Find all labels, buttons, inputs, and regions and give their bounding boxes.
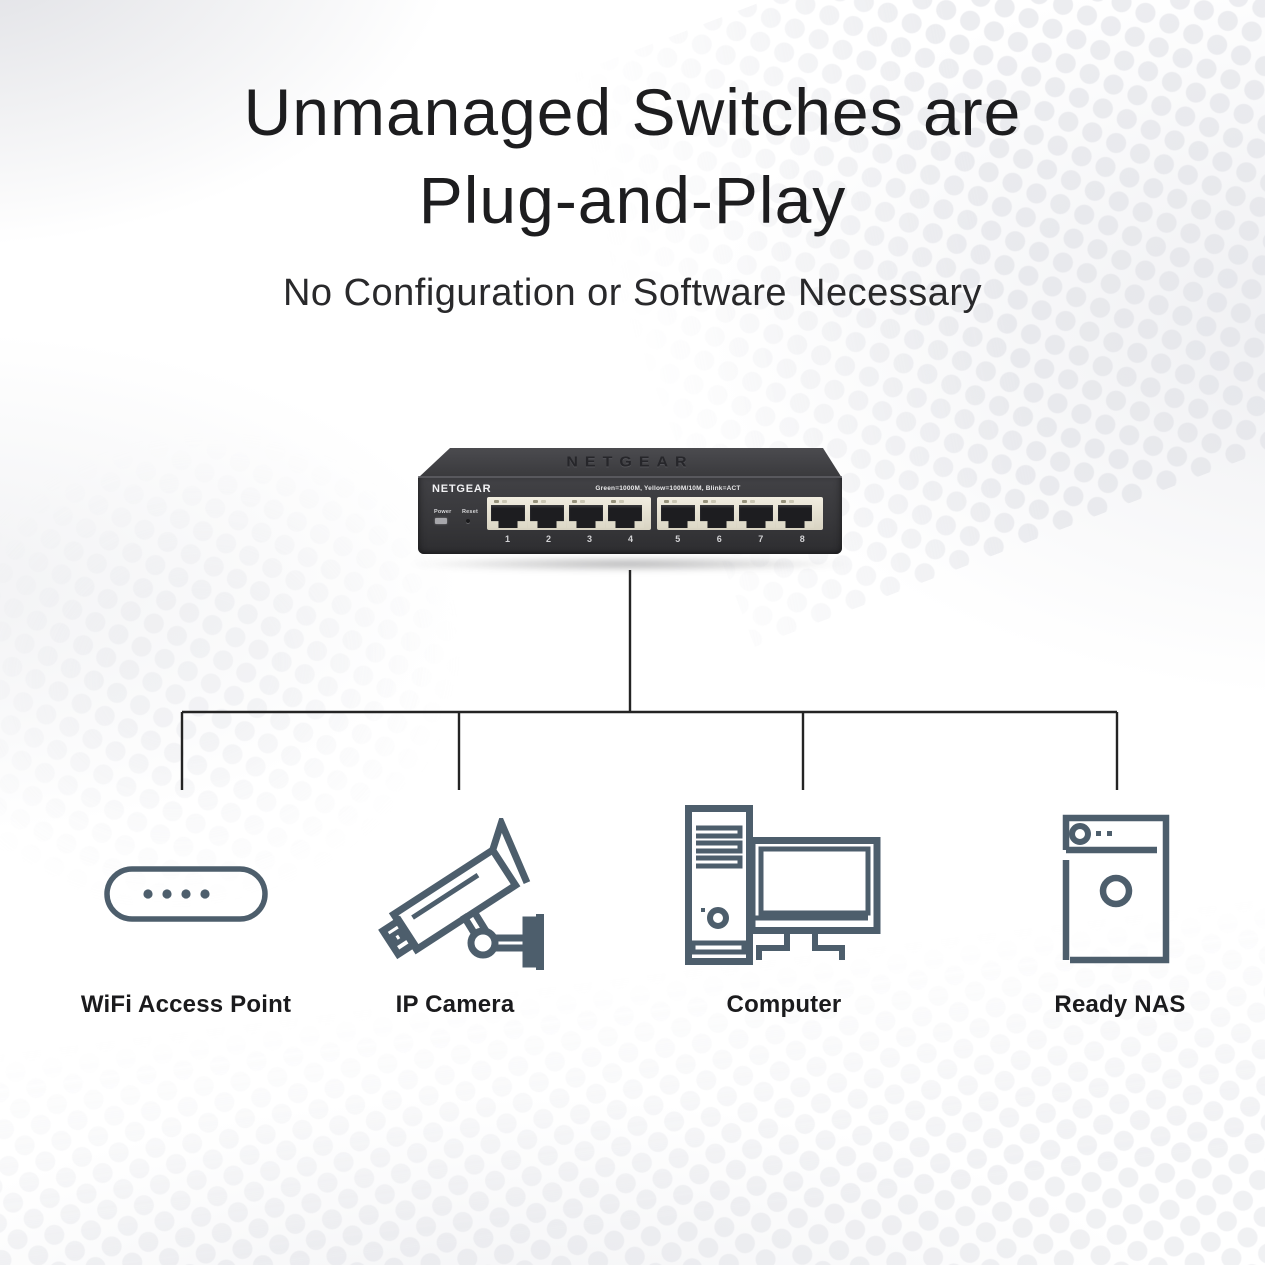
port-numbers-1-4: 1 2 3 4 bbox=[487, 534, 651, 544]
rj45-jack bbox=[569, 505, 603, 528]
port-numbers-5-8: 5 6 7 8 bbox=[657, 534, 823, 544]
ready-nas-icon bbox=[1058, 810, 1176, 970]
power-label: Power bbox=[434, 509, 452, 515]
rj45-jack bbox=[778, 505, 812, 528]
port-number: 5 bbox=[675, 534, 681, 544]
port-group-2 bbox=[657, 497, 823, 530]
page-subtitle: No Configuration or Software Necessary bbox=[282, 272, 983, 314]
rj45-jack bbox=[661, 505, 695, 528]
device-label-ready-nas: Ready NAS bbox=[1054, 991, 1186, 1018]
switch-brand-label: NETGEAR bbox=[432, 483, 492, 495]
switch-drop-shadow bbox=[404, 556, 856, 572]
ethernet-port-8 bbox=[776, 499, 814, 528]
ethernet-port-7 bbox=[737, 499, 775, 528]
ethernet-port-6 bbox=[698, 499, 736, 528]
switch-top-lid bbox=[418, 448, 842, 478]
port-number: 7 bbox=[758, 534, 764, 544]
port-number: 2 bbox=[545, 534, 551, 544]
rj45-jack bbox=[739, 505, 773, 528]
device-label-computer: Computer bbox=[726, 991, 842, 1018]
ip-camera-icon bbox=[376, 818, 556, 978]
computer-icon bbox=[682, 800, 882, 970]
ethernet-port-2 bbox=[528, 499, 566, 528]
power-led bbox=[435, 518, 447, 524]
device-label-wifi-access-point: WiFi Access Point bbox=[80, 991, 292, 1018]
device-label-ip-camera: IP Camera bbox=[395, 991, 515, 1018]
rj45-jack bbox=[491, 505, 525, 528]
page-title-line2: Plug-and-Play bbox=[418, 163, 847, 237]
port-number: 4 bbox=[627, 534, 633, 544]
port-group-1 bbox=[487, 497, 651, 530]
ethernet-port-4 bbox=[606, 499, 644, 528]
switch-lid-embossed-logo: NETGEAR bbox=[566, 454, 694, 471]
port-number: 1 bbox=[504, 534, 510, 544]
port-number: 3 bbox=[586, 534, 592, 544]
page-title-line1: Unmanaged Switches are bbox=[243, 75, 1022, 149]
network-switch: NETGEAR NETGEAR Green=1000M, Yellow=100M… bbox=[418, 448, 842, 566]
ethernet-port-3 bbox=[567, 499, 605, 528]
rj45-jack bbox=[608, 505, 642, 528]
ethernet-port-1 bbox=[489, 499, 527, 528]
port-number: 6 bbox=[716, 534, 722, 544]
rj45-jack bbox=[530, 505, 564, 528]
rj45-jack bbox=[700, 505, 734, 528]
reset-label: Reset bbox=[462, 509, 478, 515]
reset-button bbox=[466, 519, 470, 523]
port-number: 8 bbox=[799, 534, 805, 544]
page-title: Unmanaged Switches are Plug-and-Play bbox=[0, 68, 1265, 244]
wifi-access-point-icon bbox=[104, 866, 268, 922]
ethernet-port-5 bbox=[659, 499, 697, 528]
switch-lid-edge-highlight bbox=[418, 476, 842, 478]
switch-led-legend: Green=1000M, Yellow=100M/10M, Blink=ACT bbox=[595, 485, 741, 492]
